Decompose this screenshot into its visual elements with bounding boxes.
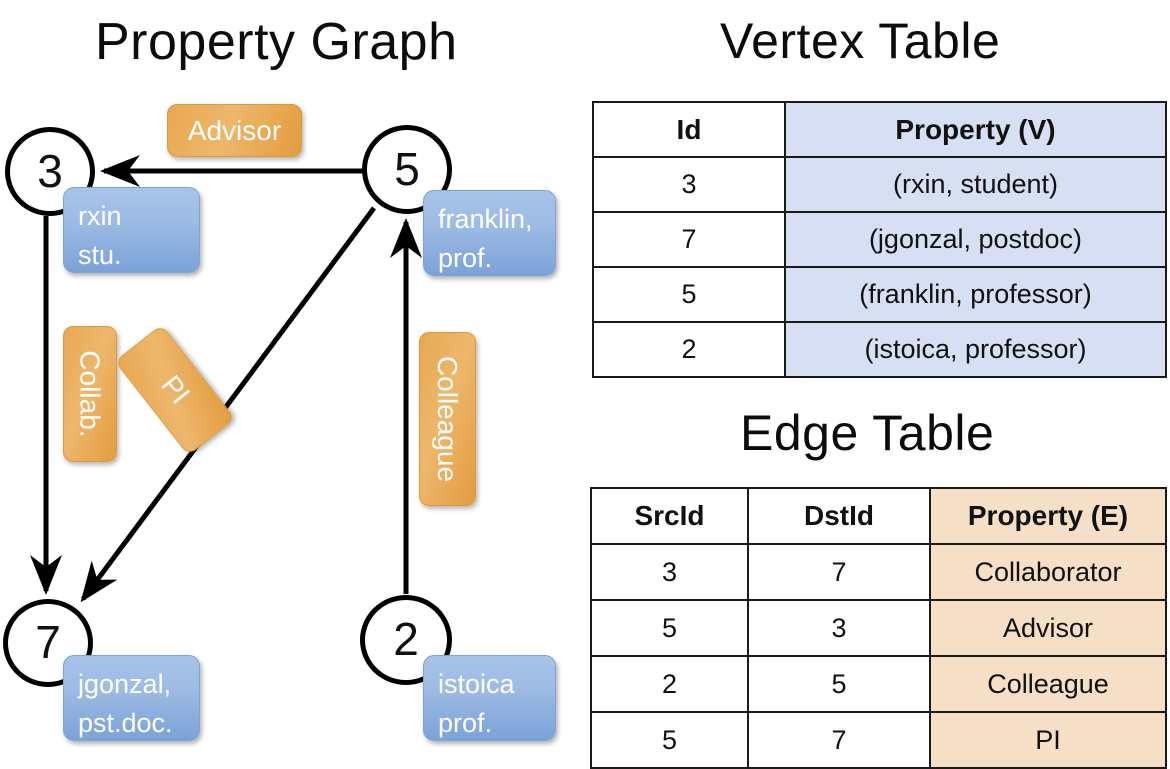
- cell-srcid: 2: [590, 655, 749, 713]
- cell-srcid: 5: [590, 599, 749, 657]
- column-header-property: Property (V): [784, 101, 1167, 158]
- cell-dstid: 7: [747, 711, 931, 769]
- vertex-property-line: prof.: [438, 243, 493, 274]
- edge-5-to-7: [80, 206, 377, 603]
- table-header-row: Id Property (V): [592, 101, 1167, 158]
- edge-label-advisor: Advisor: [167, 104, 302, 157]
- column-header-id: Id: [592, 101, 786, 158]
- vertex-property-box-3: rxin stu.: [63, 187, 200, 273]
- cell-dstid: 7: [747, 543, 931, 601]
- cell-property: (rxin, student): [784, 156, 1167, 213]
- node-id-label: 5: [394, 142, 420, 195]
- cell-property: Advisor: [929, 599, 1167, 657]
- table-row[interactable]: 5 7 PI: [590, 711, 1167, 769]
- graph-edges: [30, 155, 422, 603]
- cell-srcid: 5: [590, 711, 749, 769]
- page-title-property-graph: Property Graph: [95, 13, 458, 71]
- edge-label-colleague: Colleague: [419, 332, 476, 506]
- vertex-property-line: stu.: [78, 240, 122, 271]
- cell-id: 2: [592, 321, 786, 378]
- cell-srcid: 3: [590, 543, 749, 601]
- edge-label-text: Advisor: [187, 114, 282, 146]
- node-id-label: 2: [393, 613, 419, 665]
- cell-id: 5: [592, 266, 786, 323]
- edge-label-collab: Collab.: [63, 326, 117, 462]
- vertex-property-box-2: istoica prof.: [423, 655, 556, 741]
- edge-label-text: Colleague: [432, 355, 464, 483]
- graph-node-2[interactable]: 2: [360, 595, 452, 685]
- cell-property: PI: [929, 711, 1167, 769]
- vertex-property-box-7: jgonzal, pst.doc.: [63, 655, 200, 741]
- cell-property: (jgonzal, postdoc): [784, 211, 1167, 268]
- vertex-property-box-5: franklin, prof.: [423, 190, 556, 276]
- edge-table: SrcId DstId Property (E) 3 7 Collaborato…: [590, 487, 1167, 769]
- cell-dstid: 5: [747, 655, 931, 713]
- table-row[interactable]: 7 (jgonzal, postdoc): [592, 211, 1167, 268]
- vertex-property-line: jgonzal,: [78, 669, 172, 699]
- edge-label-text: PI: [155, 369, 196, 410]
- vertex-property-line: franklin,: [438, 204, 533, 234]
- vertex-property-line: pst.doc.: [78, 708, 173, 739]
- table-header-row: SrcId DstId Property (E): [590, 487, 1167, 545]
- edge-label-text: Collab.: [75, 350, 107, 438]
- table-row[interactable]: 2 5 Colleague: [590, 655, 1167, 713]
- cell-property: (istoica, professor): [784, 321, 1167, 378]
- vertex-table-title: Vertex Table: [720, 13, 1001, 69]
- property-graph-diagram: 3 5 7 2 rxin stu. franklin, prof. jgonza…: [0, 0, 585, 760]
- graph-node-5[interactable]: 5: [362, 125, 452, 214]
- cell-id: 7: [592, 211, 786, 268]
- node-id-label: 3: [37, 144, 63, 197]
- node-id-label: 7: [35, 616, 61, 668]
- cell-dstid: 3: [747, 599, 931, 657]
- column-header-srcid: SrcId: [590, 487, 749, 545]
- vertex-property-line: prof.: [438, 708, 493, 739]
- table-row[interactable]: 5 3 Advisor: [590, 599, 1167, 657]
- cell-id: 3: [592, 156, 786, 213]
- cell-property: Collaborator: [929, 543, 1167, 601]
- table-row[interactable]: 2 (istoica, professor): [592, 321, 1167, 378]
- vertex-table: Id Property (V) 3 (rxin, student) 7 (jgo…: [592, 101, 1167, 378]
- table-row[interactable]: 3 (rxin, student): [592, 156, 1167, 213]
- vertex-property-line: istoica: [438, 669, 515, 699]
- cell-property: (franklin, professor): [784, 266, 1167, 323]
- column-header-dstid: DstId: [747, 487, 931, 545]
- column-header-property: Property (E): [929, 487, 1167, 545]
- edge-table-title: Edge Table: [740, 405, 995, 461]
- vertex-property-line: rxin: [78, 201, 122, 231]
- cell-property: Colleague: [929, 655, 1167, 713]
- table-row[interactable]: 5 (franklin, professor): [592, 266, 1167, 323]
- table-row[interactable]: 3 7 Collaborator: [590, 543, 1167, 601]
